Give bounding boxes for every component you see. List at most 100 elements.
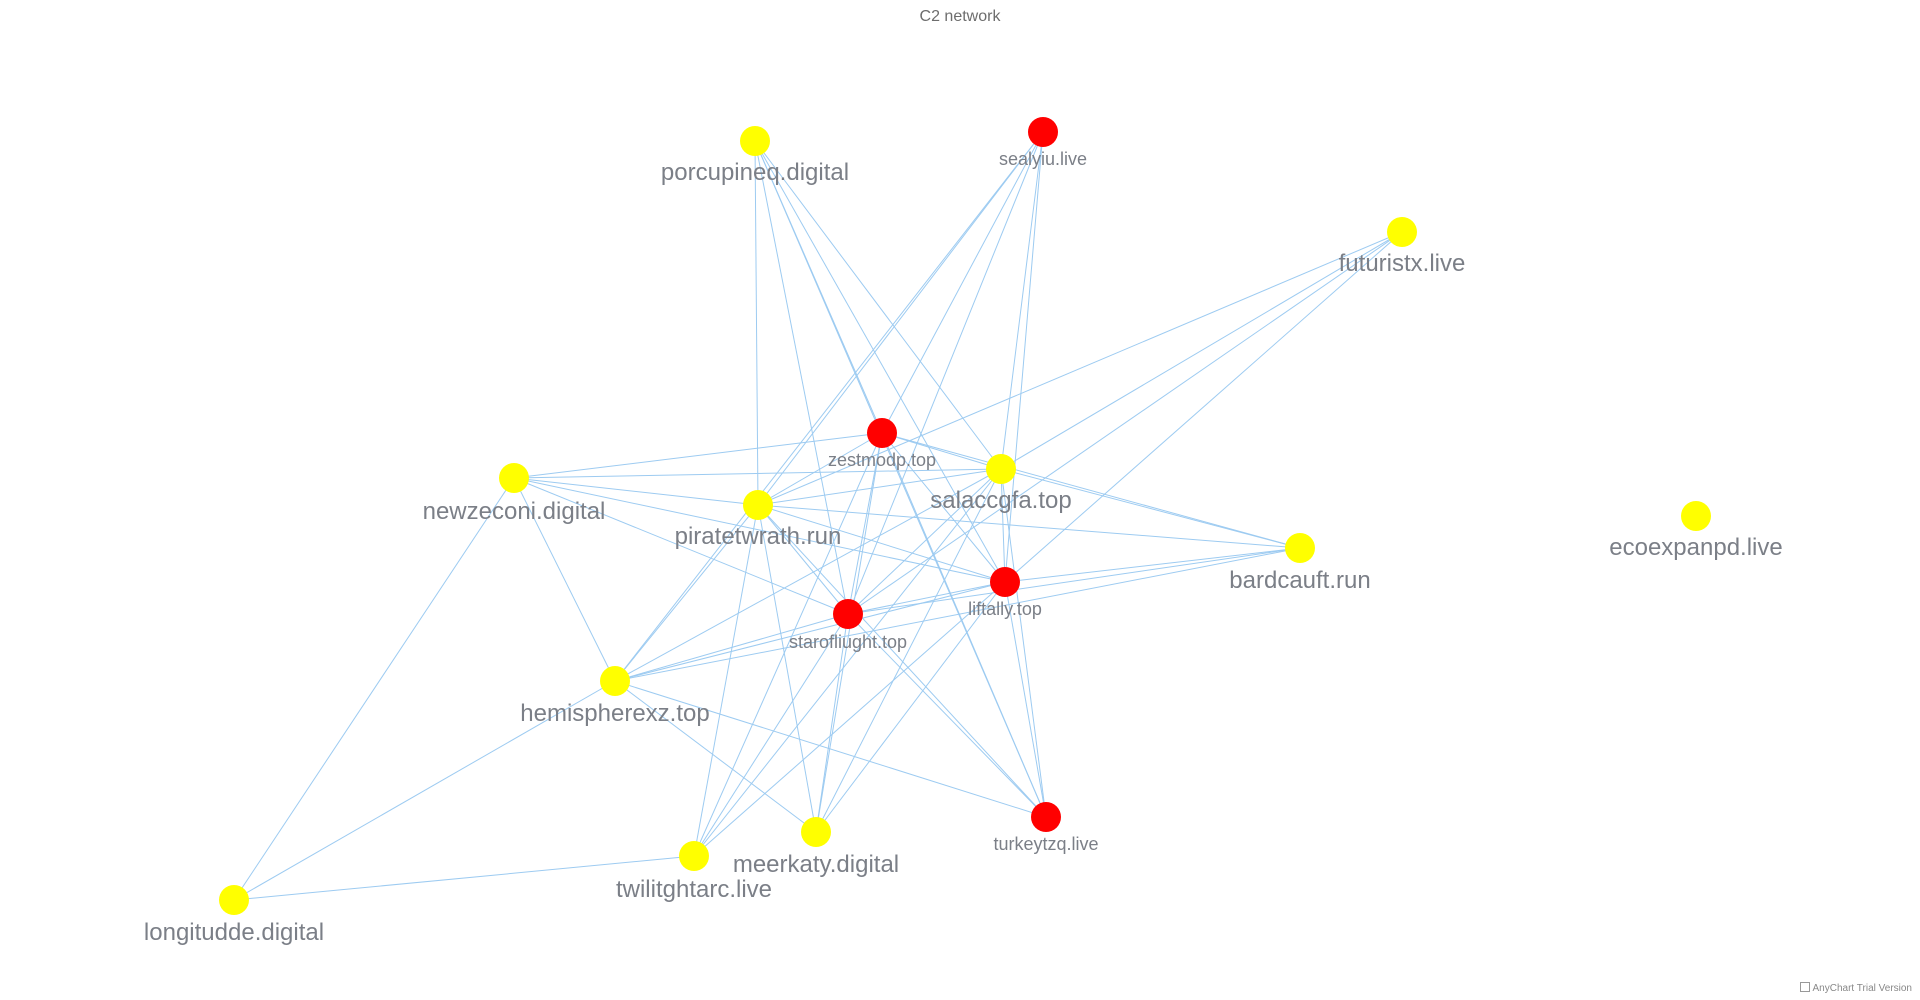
edge bbox=[757, 231, 1403, 506]
node-label: meerkaty.digital bbox=[733, 851, 899, 878]
edge bbox=[1000, 231, 1403, 470]
edge bbox=[815, 613, 849, 833]
node-circle[interactable] bbox=[1031, 802, 1061, 832]
node[interactable]: meerkaty.digital bbox=[733, 817, 899, 878]
node-circle[interactable] bbox=[1387, 217, 1417, 247]
edge bbox=[693, 432, 883, 857]
node-circle[interactable] bbox=[867, 418, 897, 448]
edge bbox=[614, 680, 817, 833]
node[interactable]: bardcauft.run bbox=[1229, 533, 1371, 594]
edge bbox=[754, 140, 759, 506]
edge bbox=[847, 613, 1047, 818]
edge bbox=[693, 468, 1002, 857]
node[interactable]: starofliught.top bbox=[789, 599, 907, 652]
node[interactable]: salaccgfa.top bbox=[930, 454, 1072, 514]
edge bbox=[513, 477, 616, 682]
node-circle[interactable] bbox=[499, 463, 529, 493]
edge bbox=[513, 468, 1002, 479]
edge bbox=[513, 432, 883, 479]
edge bbox=[1000, 131, 1044, 470]
node-label: piratetwrath.run bbox=[675, 523, 842, 550]
node-circle[interactable] bbox=[679, 841, 709, 871]
node[interactable]: hemispherexz.top bbox=[520, 666, 710, 727]
edge bbox=[757, 504, 1006, 583]
node-circle[interactable] bbox=[600, 666, 630, 696]
node[interactable]: twilitghtarc.live bbox=[616, 841, 772, 903]
node-label: hemispherexz.top bbox=[520, 700, 709, 727]
edge bbox=[881, 131, 1044, 434]
edge bbox=[1000, 468, 1006, 583]
edge bbox=[754, 140, 849, 615]
edge bbox=[815, 468, 1002, 833]
edge bbox=[614, 547, 1301, 682]
edge bbox=[1004, 131, 1044, 583]
edge bbox=[881, 432, 1002, 470]
node-circle[interactable] bbox=[833, 599, 863, 629]
edge bbox=[754, 140, 883, 434]
node-circle[interactable] bbox=[740, 126, 770, 156]
node-circle[interactable] bbox=[801, 817, 831, 847]
edge bbox=[881, 432, 1006, 583]
edge bbox=[233, 855, 695, 901]
edge bbox=[847, 581, 1006, 615]
trial-credit[interactable]: AnyChart Trial Version bbox=[1799, 982, 1912, 994]
node[interactable]: piratetwrath.run bbox=[675, 490, 842, 550]
node-label: bardcauft.run bbox=[1229, 567, 1370, 594]
node-label: sealyiu.live bbox=[999, 149, 1087, 169]
node[interactable]: liftally.top bbox=[968, 567, 1042, 619]
node-circle[interactable] bbox=[743, 490, 773, 520]
node[interactable]: ecoexpanpd.live bbox=[1609, 501, 1783, 561]
node-label: futuristx.live bbox=[1339, 250, 1466, 277]
node-label: liftally.top bbox=[968, 599, 1042, 619]
edge bbox=[757, 504, 1301, 549]
node-label: salaccgfa.top bbox=[930, 487, 1071, 514]
node-circle[interactable] bbox=[1285, 533, 1315, 563]
edge bbox=[513, 477, 849, 615]
node[interactable]: zestmodp.top bbox=[828, 418, 936, 470]
node-label: longitudde.digital bbox=[144, 919, 324, 946]
node[interactable]: sealyiu.live bbox=[999, 117, 1087, 169]
nodes-layer: porcupineq.digital sealyiu.live futuristx.… bbox=[144, 117, 1783, 946]
node[interactable]: porcupineq.digital bbox=[661, 126, 849, 186]
edge bbox=[757, 504, 1047, 818]
edge bbox=[1004, 231, 1403, 583]
edge bbox=[757, 504, 849, 615]
edge bbox=[693, 613, 849, 857]
edge bbox=[693, 581, 1006, 857]
node-circle[interactable] bbox=[219, 885, 249, 915]
node-label: turkeytzq.live bbox=[993, 834, 1098, 854]
node-label: starofliught.top bbox=[789, 632, 907, 652]
edge bbox=[614, 581, 1006, 682]
node[interactable]: newzeconi.digital bbox=[423, 463, 606, 525]
edge bbox=[1000, 468, 1047, 818]
edge bbox=[757, 432, 883, 506]
node-circle[interactable] bbox=[990, 567, 1020, 597]
node[interactable]: turkeytzq.live bbox=[993, 802, 1099, 854]
edge bbox=[754, 140, 1006, 583]
edge bbox=[754, 140, 1002, 470]
edge bbox=[757, 468, 1002, 506]
edge bbox=[614, 613, 849, 682]
chart-title: C2 network bbox=[919, 8, 1001, 25]
edge bbox=[881, 432, 1301, 549]
edge bbox=[847, 468, 1002, 615]
edge bbox=[1004, 547, 1301, 583]
edge bbox=[1004, 581, 1047, 818]
node-circle[interactable] bbox=[1681, 501, 1711, 531]
node-label: twilitghtarc.live bbox=[616, 876, 772, 903]
edge bbox=[233, 680, 616, 901]
node[interactable]: futuristx.live bbox=[1339, 217, 1466, 277]
node-label: porcupineq.digital bbox=[661, 159, 849, 186]
node[interactable]: longitudde.digital bbox=[144, 885, 324, 946]
edges-layer bbox=[233, 131, 1403, 901]
node-circle[interactable] bbox=[986, 454, 1016, 484]
edge bbox=[847, 131, 1044, 615]
node-label: zestmodp.top bbox=[828, 450, 936, 470]
edge bbox=[815, 432, 883, 833]
edge bbox=[693, 504, 759, 857]
node-circle[interactable] bbox=[1028, 117, 1058, 147]
edge bbox=[847, 231, 1403, 615]
edge bbox=[757, 504, 817, 833]
edge bbox=[233, 477, 515, 901]
